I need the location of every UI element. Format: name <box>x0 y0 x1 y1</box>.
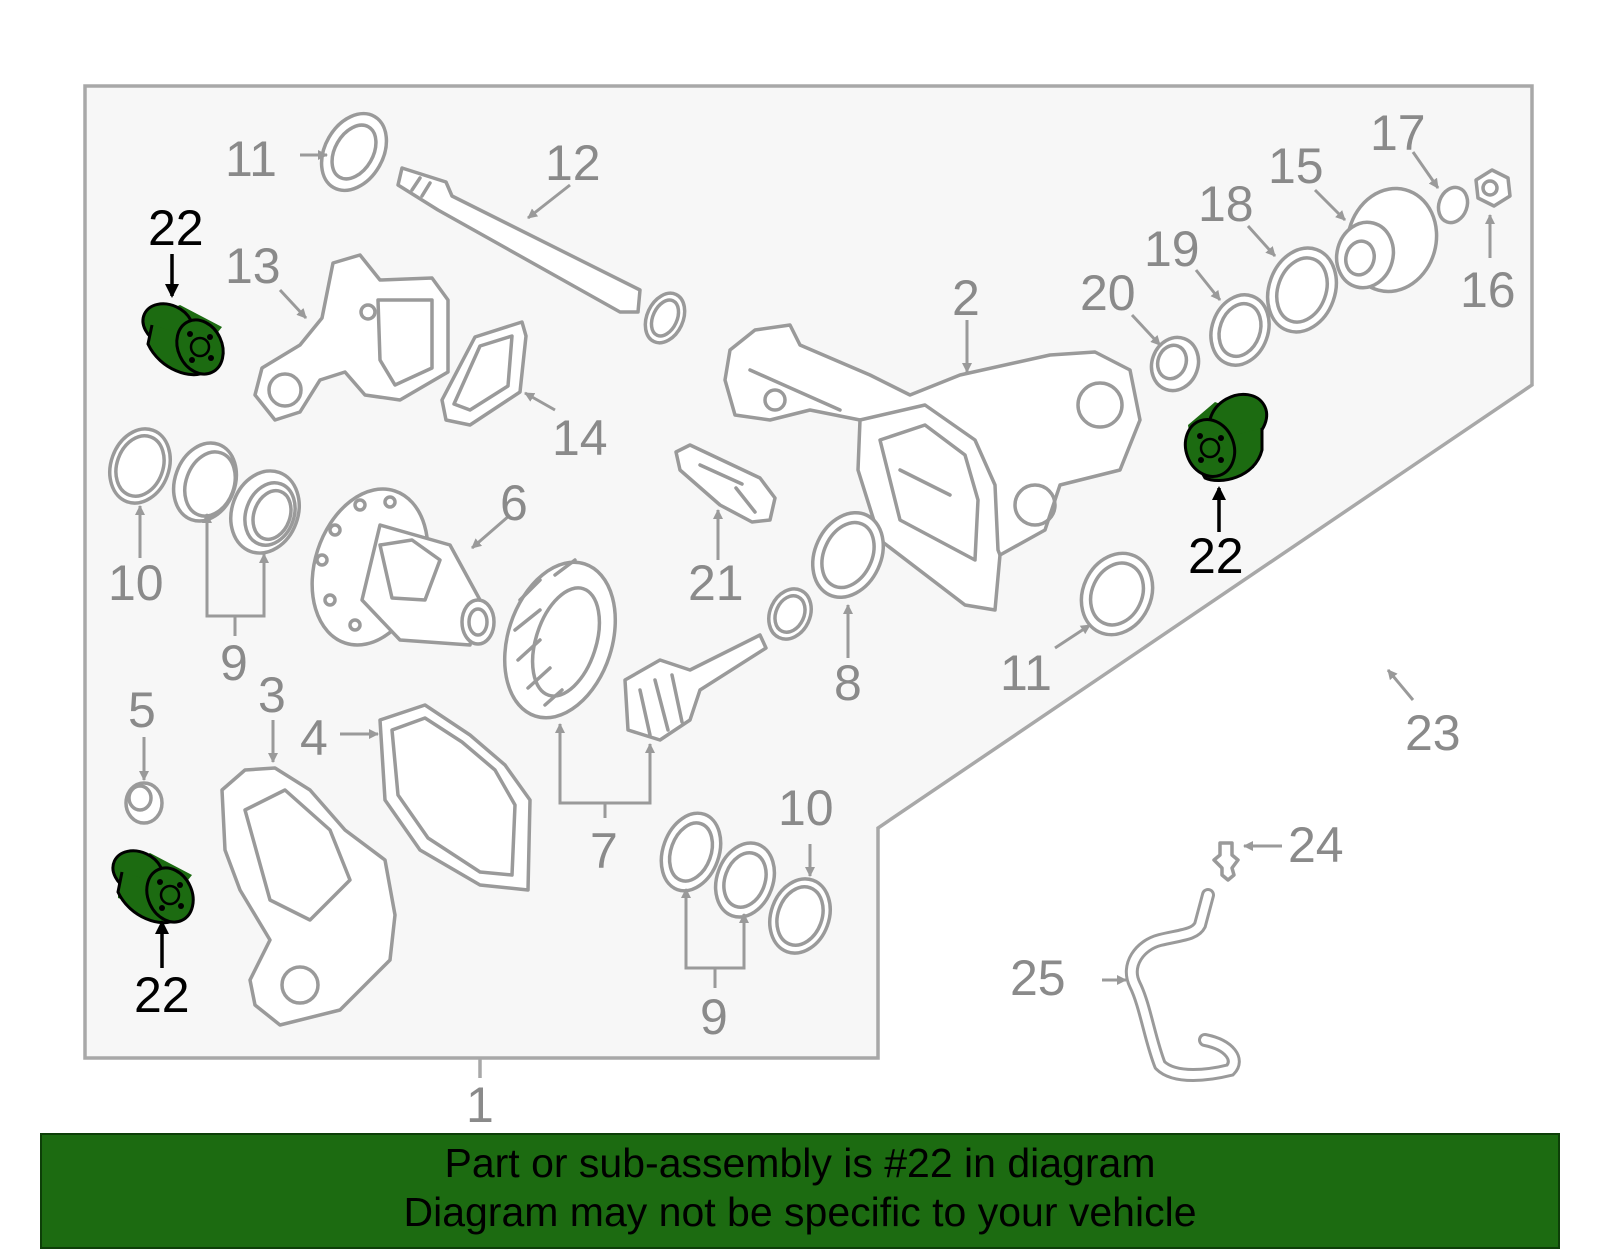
callout-20: 20 <box>1080 265 1136 321</box>
seal-part-8 <box>811 511 885 599</box>
callout-14: 14 <box>552 410 608 466</box>
callout-11-top: 11 <box>225 131 277 187</box>
bushing-part-22-upper-left <box>141 302 225 377</box>
seal-part-11-right <box>1079 551 1155 637</box>
carrier-housing-part-2 <box>723 323 1142 612</box>
callout-17: 17 <box>1370 105 1426 161</box>
seal-part-18 <box>1265 246 1339 334</box>
callout-22-lower-left: 22 <box>134 967 190 1023</box>
callout-9-left: 9 <box>220 635 248 691</box>
callout-10-lower: 10 <box>778 780 834 836</box>
gasket-part-4 <box>378 703 532 892</box>
highlight-leader-lines <box>155 254 1226 968</box>
seal-part-11-top <box>319 111 389 193</box>
banner-line-1: Part or sub-assembly is #22 in diagram <box>444 1140 1156 1186</box>
spacer-part-20 <box>1149 335 1201 393</box>
callout-15: 15 <box>1268 138 1324 194</box>
callout-22-upper-left: 22 <box>148 200 204 256</box>
callout-9-lower: 9 <box>700 989 728 1045</box>
gasket-part-14 <box>440 320 528 427</box>
differential-case-part-6 <box>310 487 496 647</box>
info-banner: Part or sub-assembly is #22 in diagram D… <box>40 1133 1560 1249</box>
bearing-cone-part-9-lower <box>713 841 777 919</box>
callout-22-right: 22 <box>1188 528 1244 584</box>
callout-23: 23 <box>1405 705 1461 761</box>
bearing-cup-part-9-left <box>171 441 239 523</box>
callout-3: 3 <box>258 667 286 723</box>
callout-2: 2 <box>952 270 980 326</box>
leader-lines <box>135 150 1495 988</box>
callout-16: 16 <box>1460 262 1516 318</box>
companion-flange-part-15 <box>1334 186 1439 294</box>
callout-7: 7 <box>590 823 618 879</box>
callout-4: 4 <box>300 710 328 766</box>
bearing-cup-part-9-lower <box>659 811 723 893</box>
callout-6: 6 <box>500 475 528 531</box>
callout-24: 24 <box>1288 817 1344 873</box>
oring-part-12 <box>643 291 687 345</box>
callout-5: 5 <box>128 682 156 738</box>
nut-part-16 <box>1474 168 1512 208</box>
callout-19: 19 <box>1144 221 1200 277</box>
callout-21: 21 <box>688 555 744 611</box>
washer-part-17 <box>1436 185 1470 225</box>
bearing-cone-part-9-left <box>229 469 301 555</box>
callout-8: 8 <box>834 655 862 711</box>
callout-1: 1 <box>466 1077 494 1133</box>
callout-12: 12 <box>545 135 601 191</box>
callout-18: 18 <box>1198 176 1254 232</box>
breather-pipe-part-25-inner <box>1127 891 1238 1079</box>
vent-part-21 <box>674 443 777 524</box>
extension-housing-part-13 <box>253 253 450 422</box>
plug-part-5 <box>124 781 164 825</box>
ring-part-10-lower <box>768 877 832 955</box>
cover-part-3 <box>220 766 397 1027</box>
oring-part-8 <box>767 587 813 641</box>
callout-11-right: 11 <box>1000 645 1052 701</box>
banner-line-2: Diagram may not be specific to your vehi… <box>403 1189 1197 1235</box>
breather-plug-part-24 <box>1212 841 1240 882</box>
callout-10-left: 10 <box>108 555 164 611</box>
pinion-gear-part-7 <box>623 633 768 742</box>
callout-25: 25 <box>1010 950 1066 1006</box>
bushing-part-22-right <box>1183 392 1269 482</box>
bushing-part-22-lower-left <box>111 849 195 925</box>
ring-gear-part-7 <box>502 558 618 720</box>
breather-hose-part-23-inner <box>1266 447 1545 779</box>
callout-13: 13 <box>225 238 281 294</box>
pinion-shaft-part-12 <box>396 166 642 314</box>
ring-part-10-left <box>108 427 172 505</box>
bearing-part-19 <box>1209 293 1271 367</box>
